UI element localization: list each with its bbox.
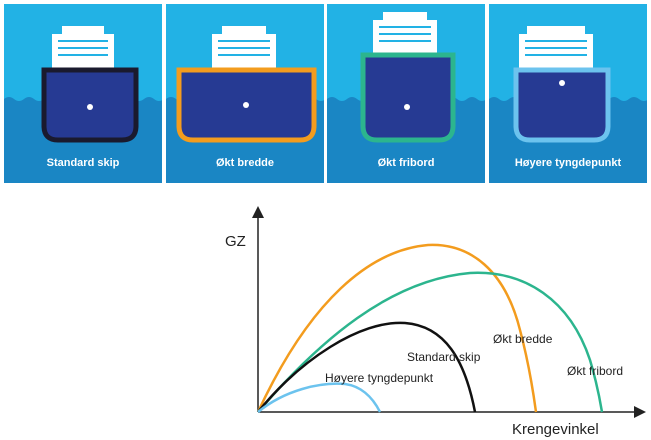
increased-freeboard-illustration (327, 4, 485, 183)
label-standard-skip: Standard skip (407, 350, 481, 364)
panel-label-freeboard: Økt fribord (377, 157, 435, 169)
panel-higher-center-of-gravity: Høyere tyngdepunkt (489, 4, 647, 183)
curve-okt-bredde (256, 243, 538, 413)
y-axis-arrow-icon (252, 206, 264, 218)
panel-label-cog: Høyere tyngdepunkt (514, 157, 622, 169)
standard-ship-illustration (4, 4, 162, 183)
panel-label-width: Økt bredde (215, 157, 275, 169)
curve-standard-skip (257, 321, 477, 413)
panel-standard-ship: Standard skip (4, 4, 162, 183)
curve-hoyere-tyngdepunkt (257, 382, 382, 413)
gz-curve-graph: GZ Krengevinkel Standard skip Økt bredde… (225, 206, 646, 438)
panel-increased-freeboard: Økt fribord (327, 4, 485, 183)
panel-increased-width: Økt bredde (166, 4, 324, 183)
curve-okt-fribord (257, 271, 604, 413)
panel-label-standard: Standard skip (46, 157, 120, 169)
x-axis-arrow-icon (634, 406, 646, 418)
label-hoyere-tyngdepunkt: Høyere tyngdepunkt (325, 371, 434, 385)
label-okt-bredde: Økt bredde (493, 332, 553, 346)
label-okt-fribord: Økt fribord (567, 364, 623, 378)
higher-cog-illustration (489, 4, 647, 183)
increased-width-illustration (166, 4, 324, 183)
x-axis-label: Krengevinkel (512, 421, 599, 438)
y-axis-label: GZ (225, 233, 246, 250)
ship-panels: Standard skip Økt bredde (0, 0, 651, 183)
